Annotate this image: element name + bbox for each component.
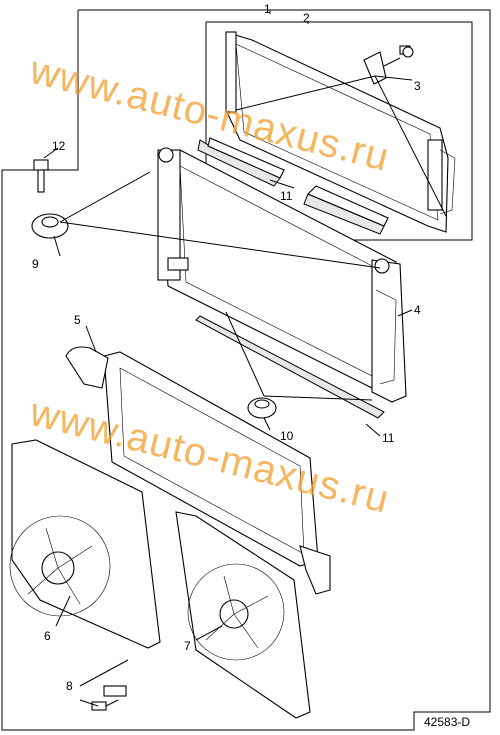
callout-12: 12 bbox=[52, 139, 66, 153]
callout-7: 7 bbox=[184, 639, 191, 653]
radiator bbox=[157, 147, 407, 403]
foam-seal-upper bbox=[197, 137, 389, 235]
bolt-12 bbox=[33, 159, 49, 193]
rubber-mount-10 bbox=[247, 397, 277, 419]
callout-5: 5 bbox=[74, 313, 81, 327]
diagram-code: 42583-D bbox=[424, 715, 470, 729]
fan-shroud-left bbox=[9, 439, 161, 649]
condenser bbox=[225, 31, 456, 233]
callout-8: 8 bbox=[66, 679, 73, 693]
foam-seal-lower bbox=[195, 315, 385, 419]
fan-shroud-right bbox=[175, 511, 311, 719]
callout-1: 1 bbox=[264, 2, 271, 16]
callout-11-lower: 11 bbox=[382, 431, 395, 445]
bolt-bracket-8 bbox=[91, 685, 127, 711]
callout-3: 3 bbox=[414, 79, 421, 93]
callout-4: 4 bbox=[414, 303, 421, 317]
callout-11-upper: 11 bbox=[280, 189, 293, 203]
intercooler bbox=[65, 346, 331, 595]
callout-2: 2 bbox=[303, 11, 310, 25]
callout-6: 6 bbox=[44, 629, 51, 643]
rubber-mount-9 bbox=[31, 213, 69, 239]
assembly-frame-1 bbox=[1, 9, 491, 731]
leader-lines bbox=[43, 10, 447, 707]
condenser-bracket bbox=[363, 45, 414, 85]
callout-9: 9 bbox=[32, 257, 39, 271]
callout-10: 10 bbox=[280, 429, 294, 443]
